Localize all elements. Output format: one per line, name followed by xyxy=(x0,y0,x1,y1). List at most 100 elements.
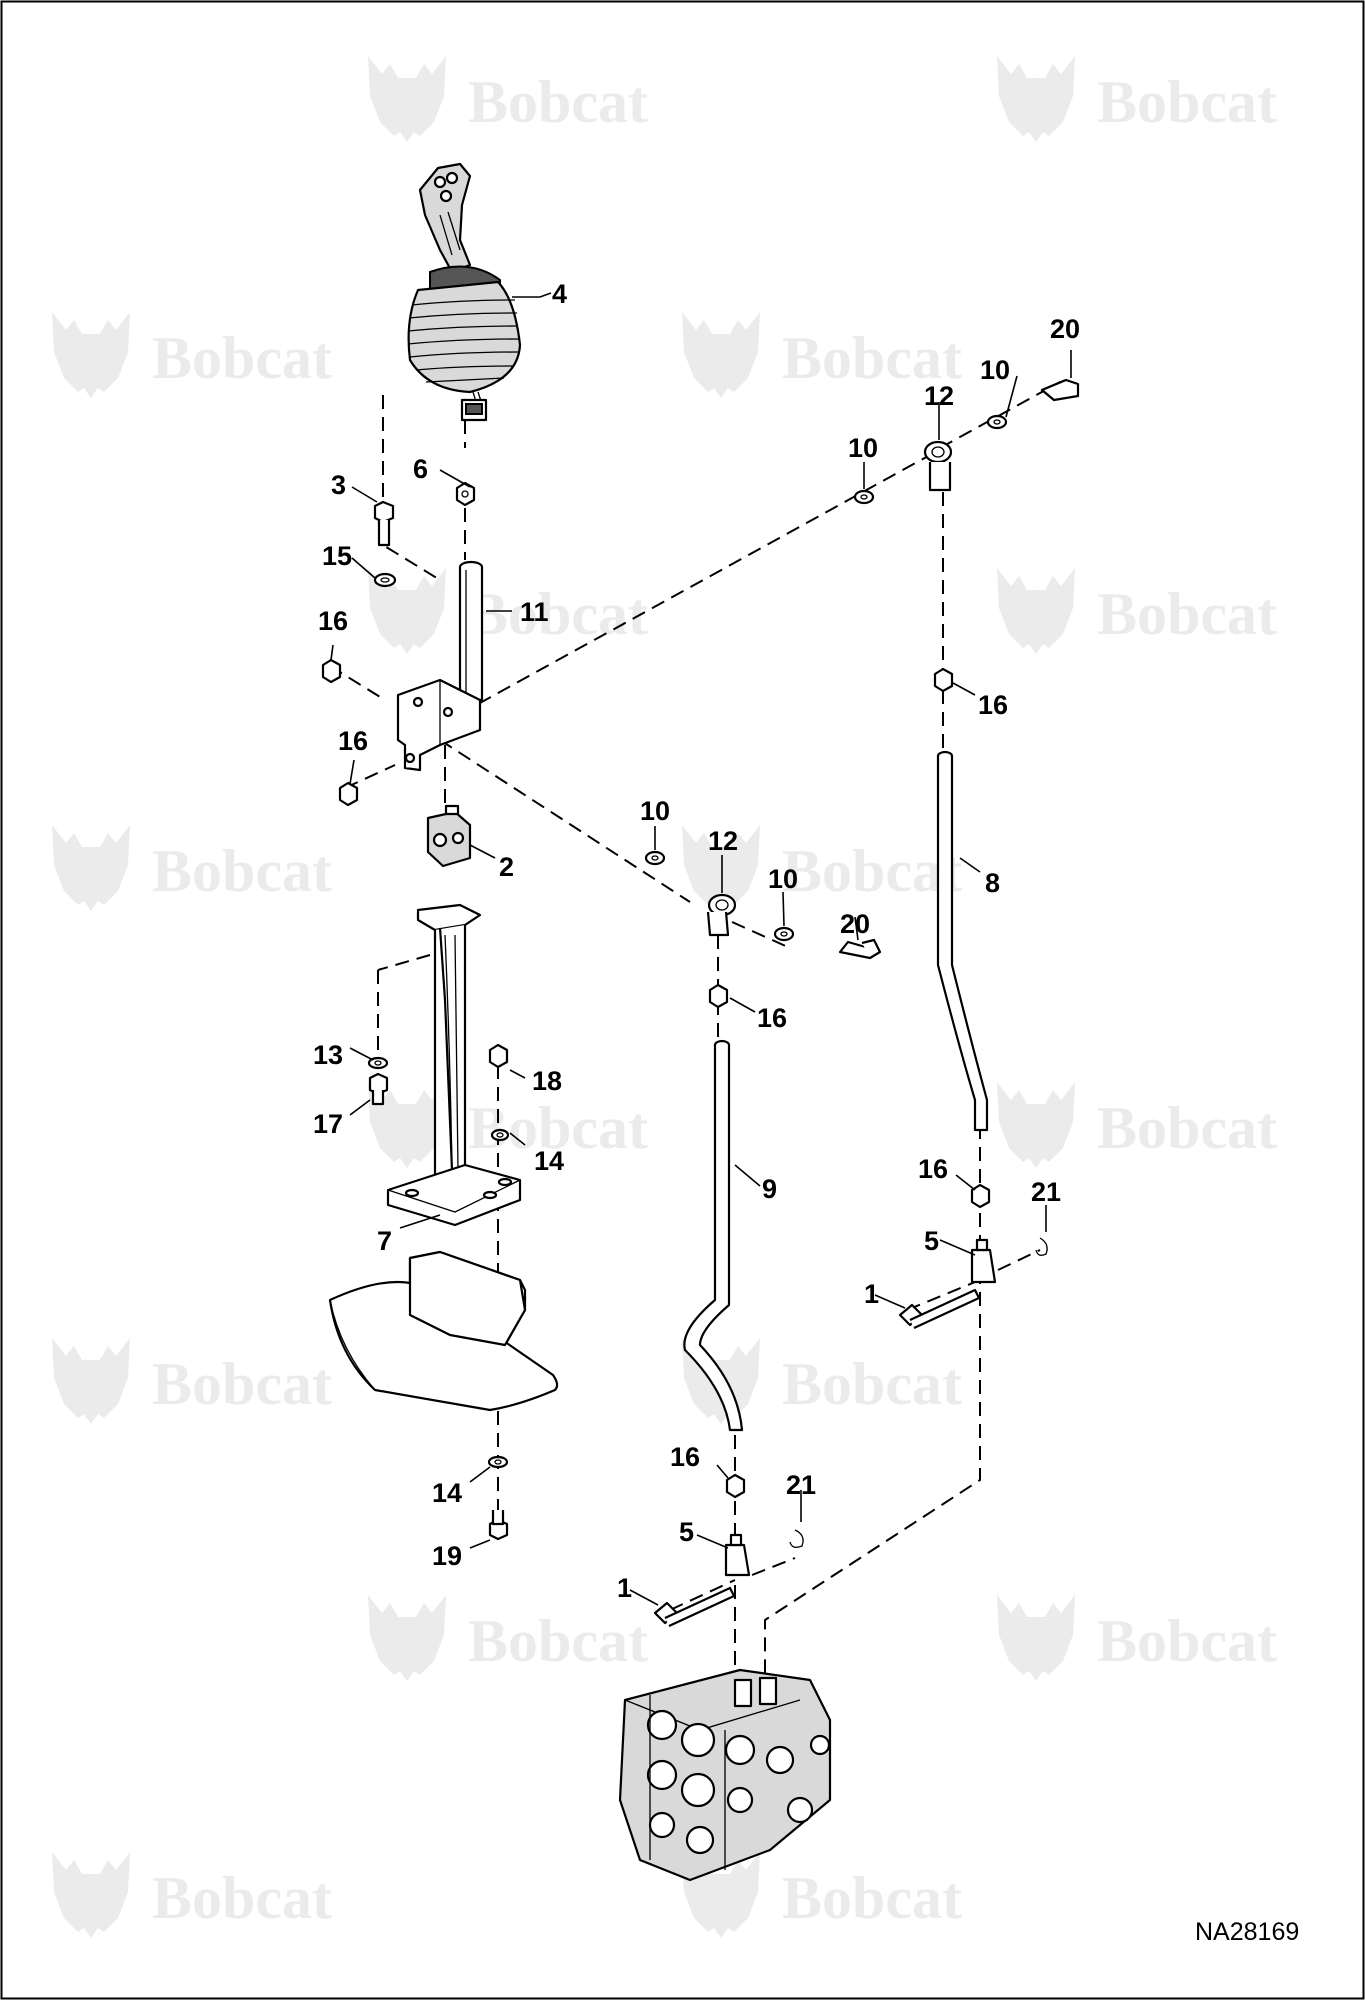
clevis-5 xyxy=(970,1238,997,1284)
leader-lines xyxy=(330,292,1072,1606)
svg-text:Bobcat: Bobcat xyxy=(152,1351,332,1417)
drawing-number: NA28169 xyxy=(1195,1918,1299,1946)
callout-3: 3 xyxy=(331,470,346,500)
floor-plate xyxy=(328,1250,559,1412)
pin-1 xyxy=(898,1288,981,1329)
callout-10: 10 xyxy=(768,864,798,894)
callout-9: 9 xyxy=(762,1174,777,1204)
joystick-shaft xyxy=(458,560,484,702)
svg-text:Bobcat: Bobcat xyxy=(1097,1608,1277,1674)
bolt-17 xyxy=(368,1072,389,1106)
control-valve xyxy=(618,1668,832,1882)
callout-labels: 4 6 3 15 16 16 11 2 13 17 18 14 7 14 19 … xyxy=(313,279,1080,1603)
callout-1: 1 xyxy=(864,1279,879,1309)
nut-16 xyxy=(708,983,729,1009)
callout-13: 13 xyxy=(313,1040,343,1070)
callout-10: 10 xyxy=(848,433,878,463)
callout-15: 15 xyxy=(322,541,352,571)
callout-19: 19 xyxy=(432,1541,462,1571)
watermark: Bobcat xyxy=(368,1082,648,1168)
svg-text:Bobcat: Bobcat xyxy=(1097,581,1277,647)
clevis-5 xyxy=(724,1533,751,1577)
control-stand-7 xyxy=(386,903,522,1227)
control-rod-9 xyxy=(683,1039,744,1432)
callout-20: 20 xyxy=(1050,314,1080,344)
watermark: Bobcat xyxy=(997,1595,1277,1681)
callout-5: 5 xyxy=(924,1226,939,1256)
callout-16: 16 xyxy=(338,726,368,756)
watermark: Bobcat xyxy=(682,825,962,911)
watermark: Bobcat xyxy=(997,568,1277,654)
callout-6: 6 xyxy=(413,454,428,484)
watermark: Bobcat xyxy=(368,56,648,142)
svg-text:Bobcat: Bobcat xyxy=(468,1095,648,1161)
washer-13 xyxy=(367,1056,389,1070)
ball-joint-12 xyxy=(923,440,953,492)
washer-10 xyxy=(773,926,795,942)
watermark: Bobcat xyxy=(682,1338,962,1424)
callout-7: 7 xyxy=(377,1226,392,1256)
washer-10 xyxy=(853,489,875,505)
svg-text:Bobcat: Bobcat xyxy=(782,838,962,904)
callout-20: 20 xyxy=(840,909,870,939)
watermark: Bobcat xyxy=(682,312,962,398)
bolt-19 xyxy=(488,1510,509,1541)
callout-4: 4 xyxy=(552,279,567,309)
watermark: Bobcat xyxy=(997,56,1277,142)
watermark-layer: Bobcat Bobcat Bobcat Bobcat Bobcat Bobca… xyxy=(52,56,1277,1938)
callout-21: 21 xyxy=(786,1470,816,1500)
svg-text:Bobcat: Bobcat xyxy=(152,838,332,904)
clip-21 xyxy=(789,1529,804,1548)
washer-14 xyxy=(490,1128,510,1142)
nut-16 xyxy=(933,667,954,693)
svg-text:Bobcat: Bobcat xyxy=(782,1351,962,1417)
callout-12: 12 xyxy=(708,826,738,856)
gimbal-block-2 xyxy=(426,804,472,868)
callout-12: 12 xyxy=(924,381,954,411)
svg-text:Bobcat: Bobcat xyxy=(468,1608,648,1674)
callout-18: 18 xyxy=(532,1066,562,1096)
svg-text:Bobcat: Bobcat xyxy=(152,1865,332,1931)
watermark: Bobcat xyxy=(682,1852,962,1938)
nut-16 xyxy=(338,781,359,807)
watermark: Bobcat xyxy=(52,312,332,398)
svg-text:Bobcat: Bobcat xyxy=(468,69,648,135)
callout-1: 1 xyxy=(617,1573,632,1603)
watermark: Bobcat xyxy=(52,1852,332,1938)
svg-text:Bobcat: Bobcat xyxy=(468,581,648,647)
nut-16 xyxy=(725,1473,746,1499)
pin-1 xyxy=(653,1586,736,1627)
clip-21 xyxy=(1035,1237,1048,1256)
watermark: Bobcat xyxy=(368,568,648,654)
nut-16 xyxy=(970,1183,991,1209)
callout-11: 11 xyxy=(520,597,549,627)
callout-21: 21 xyxy=(1031,1177,1061,1207)
washer-10 xyxy=(986,414,1008,430)
callout-14: 14 xyxy=(534,1146,564,1176)
callout-10: 10 xyxy=(640,796,670,826)
ball-joint-12 xyxy=(706,893,737,937)
control-rod-8 xyxy=(936,750,989,1132)
callout-16: 16 xyxy=(757,1003,787,1033)
callout-14: 14 xyxy=(432,1478,462,1508)
bolt-3 xyxy=(373,500,395,547)
nut-16 xyxy=(321,658,342,684)
callout-8: 8 xyxy=(985,868,1000,898)
callout-5: 5 xyxy=(679,1517,694,1547)
callout-10: 10 xyxy=(980,355,1010,385)
watermark: Bobcat xyxy=(52,825,332,911)
watermark: Bobcat xyxy=(52,1338,332,1424)
bolt-20 xyxy=(1040,378,1080,402)
svg-text:Bobcat: Bobcat xyxy=(152,325,332,391)
nut-18 xyxy=(488,1043,509,1069)
shaft-bracket xyxy=(396,678,482,772)
bolt-20 xyxy=(838,938,882,960)
callout-16: 16 xyxy=(978,690,1008,720)
callout-17: 17 xyxy=(313,1109,343,1139)
washer-10 xyxy=(644,850,666,866)
washer-15 xyxy=(373,572,397,588)
callout-16: 16 xyxy=(670,1442,700,1472)
svg-text:Bobcat: Bobcat xyxy=(782,325,962,391)
